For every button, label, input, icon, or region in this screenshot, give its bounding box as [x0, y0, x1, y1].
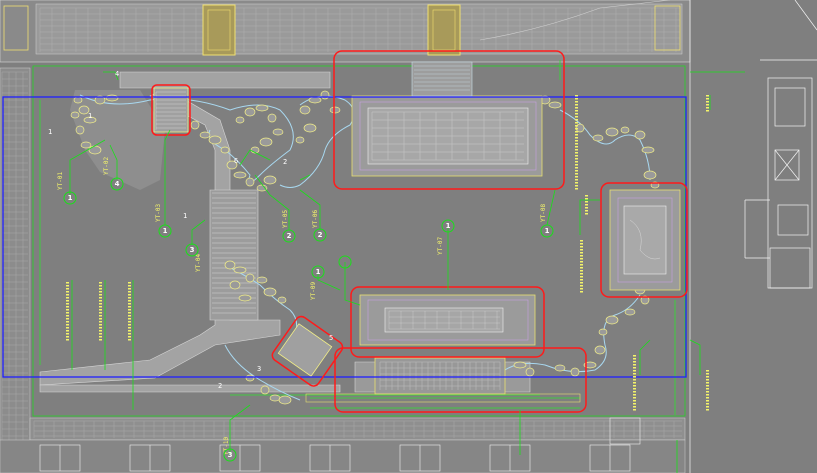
- pavilion-right: [609, 189, 681, 291]
- svg-text:5: 5: [329, 334, 333, 342]
- svg-text:1: 1: [48, 128, 52, 136]
- callout-text-6: YT-06: [312, 210, 319, 228]
- svg-text:6: 6: [234, 157, 238, 165]
- svg-text:1: 1: [163, 227, 168, 235]
- callout-marker: 1: [311, 265, 325, 279]
- svg-text:4: 4: [115, 70, 119, 78]
- svg-text:2: 2: [318, 231, 323, 239]
- pavilion-middle: [359, 294, 536, 346]
- highlight-bridge-2: [271, 315, 344, 387]
- callout-text-4: YT-04: [195, 254, 202, 272]
- callout-marker: 1: [540, 224, 554, 238]
- callout-marker: 1: [441, 219, 455, 233]
- left-paving-strip: [0, 67, 31, 473]
- callout-markers: 1 4 1 3 2 2 1 1 1 3: [63, 177, 554, 462]
- bottom-paving-strip: [0, 417, 686, 473]
- stair-treads: [212, 192, 256, 314]
- right-building: [689, 0, 817, 473]
- pavilion-bottom: [305, 357, 581, 403]
- callout-marker: 1: [158, 224, 172, 238]
- svg-text:2: 2: [287, 232, 292, 240]
- callout-marker: 2: [313, 228, 327, 242]
- svg-text:2: 2: [283, 158, 287, 166]
- svg-text:1: 1: [545, 227, 550, 235]
- svg-text:1: 1: [446, 222, 451, 230]
- callout-marker: 3: [185, 243, 199, 257]
- callout-text-1: YT-01: [57, 172, 64, 190]
- highlight-pavilion-bottom: [334, 347, 587, 413]
- svg-text:3: 3: [228, 451, 233, 459]
- highlight-regions: [151, 50, 688, 413]
- top-paving-band: [0, 0, 691, 63]
- callout-marker: 2: [282, 229, 296, 243]
- callout-marker: 3: [223, 448, 237, 462]
- small-labels: 1 4 2 5 6 1 2 3 1: [48, 70, 333, 390]
- callout-text-5: YT-05: [282, 210, 289, 228]
- planting-lines: [39, 60, 676, 415]
- callout-text-3: YT-03: [155, 204, 162, 222]
- highlight-pavilion-top: [333, 50, 565, 190]
- svg-text:1: 1: [68, 194, 73, 202]
- callout-marker: 1: [63, 191, 77, 205]
- svg-text:2: 2: [218, 382, 222, 390]
- pavilion-top: [351, 61, 543, 177]
- site-boundary-line: [2, 96, 687, 378]
- svg-text:1: 1: [316, 268, 321, 276]
- callout-text-10: YT-10: [223, 437, 230, 455]
- highlight-bridge-1: [151, 84, 191, 136]
- svg-text:3: 3: [190, 246, 195, 254]
- svg-text:1: 1: [88, 112, 92, 120]
- site-inner-boundary: [32, 65, 686, 417]
- highlight-pavilion-right: [600, 182, 688, 298]
- callout-marker: 4: [110, 177, 124, 191]
- callout-leaders: [69, 71, 745, 473]
- callout-text-2: YT-02: [103, 157, 110, 175]
- rockery-stones: [70, 90, 660, 405]
- bridges: [153, 87, 333, 377]
- callout-text-7: YT-07: [437, 237, 444, 255]
- svg-text:4: 4: [115, 180, 120, 188]
- callout-marker-ring: [338, 255, 352, 269]
- svg-text:3: 3: [257, 365, 261, 373]
- callout-text-9: YT-09: [310, 282, 317, 300]
- svg-text:1: 1: [183, 212, 187, 220]
- callout-text-8: YT-08: [540, 204, 547, 222]
- callout-texts: YT-01 YT-02 YT-03 YT-04 YT-05 YT-06 YT-0…: [57, 95, 709, 455]
- highlight-pavilion-middle: [350, 286, 545, 358]
